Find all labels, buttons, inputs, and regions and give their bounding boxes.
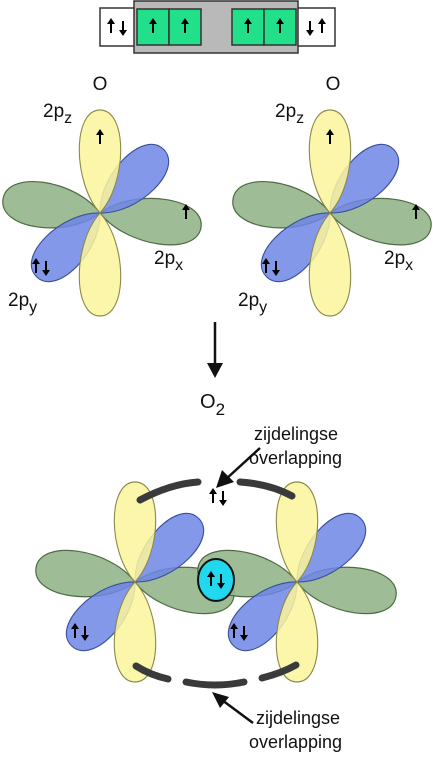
atom-left-label-2pz: 2pz — [43, 101, 72, 127]
atom-left-label-2py: 2py — [8, 290, 37, 316]
atom-left — [0, 109, 205, 317]
annotation-top-line2: overlapping — [249, 448, 342, 468]
product-molecule: O2 — [200, 391, 225, 419]
pi-top-electrons — [208, 487, 228, 507]
atom-right-label-2pz: 2pz — [275, 101, 304, 127]
atom-right-label-2px: 2px — [384, 248, 413, 274]
sigma-overlap — [197, 558, 235, 602]
annotation-top-line1: zijdelingse — [254, 424, 338, 444]
annotation-bottom-line2: overlapping — [249, 732, 342, 752]
annotation-arrow-bottom — [212, 692, 254, 725]
electron-box-diagram — [99, 0, 336, 54]
atom-left-label-2px: 2px — [154, 248, 183, 274]
annotation-arrow-top — [216, 447, 261, 488]
o2-molecule — [32, 478, 400, 689]
atom-right — [229, 109, 433, 317]
atom-right-element: O — [326, 74, 341, 95]
atom-right-label-2py: 2py — [238, 290, 267, 316]
pi-overlap-top — [136, 478, 296, 504]
reaction-arrow — [207, 322, 223, 378]
atom-left-element: O — [93, 74, 108, 95]
pi-overlap-bottom — [132, 661, 300, 689]
annotation-bottom-line1: zijdelingse — [256, 708, 340, 728]
